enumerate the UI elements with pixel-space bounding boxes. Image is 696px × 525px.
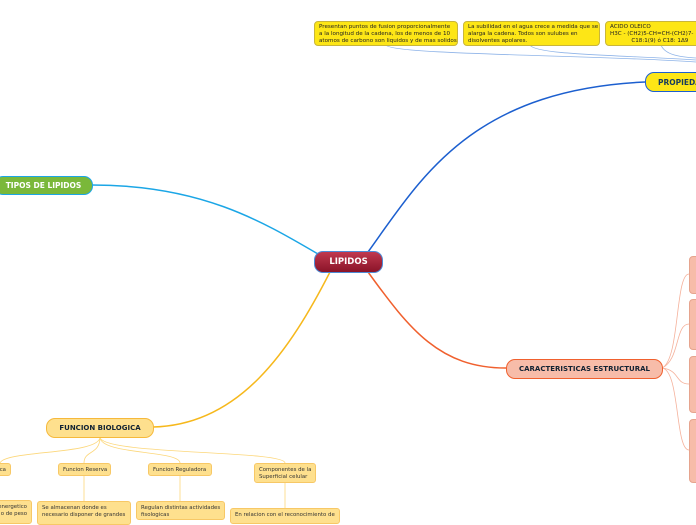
node-propiedades[interactable]: PROPIEDA <box>645 72 696 92</box>
detail-componentes[interactable]: En relacion con el reconocimiento de <box>230 508 340 524</box>
link-tipos <box>91 184 319 255</box>
note-solubilidad[interactable]: La subilidad en el agua crece a medida q… <box>463 21 600 46</box>
note-acido-oleico[interactable]: ACIDO OLEICO H3C - (CH2)5-CH=CH-(CH2)7- … <box>605 21 696 46</box>
link-propiedades <box>367 81 646 253</box>
note-fusion[interactable]: Presentan puntos de fusion proporcionalm… <box>314 21 458 46</box>
estructural-item[interactable] <box>689 299 696 350</box>
funcion-energetica[interactable]: ca <box>0 463 11 476</box>
funcion-reserva[interactable]: Funcion Reserva <box>58 463 111 476</box>
node-funcion-biologica[interactable]: FUNCION BIOLOGICA <box>46 418 154 438</box>
detail-reserva[interactable]: Se almacenan donde es necesario disponer… <box>37 501 131 525</box>
funcion-componentes[interactable]: Componentes de la Superficial celular <box>254 463 316 483</box>
estructural-item[interactable] <box>689 256 696 294</box>
detail-energetico[interactable]: energetico o de peso <box>0 500 32 524</box>
estructural-item[interactable] <box>689 356 696 413</box>
link-funcion <box>152 271 331 428</box>
funcion-reguladora[interactable]: Funcion Reguladora <box>148 463 212 476</box>
node-caracteristicas-estructural[interactable]: CARACTERISTICAS ESTRUCTURAL <box>506 359 663 379</box>
node-lipidos[interactable]: LIPIDOS <box>314 251 383 273</box>
link-caracteristicas <box>367 271 507 369</box>
estructural-item[interactable] <box>689 419 696 483</box>
detail-reguladora[interactable]: Regulan distintas actividades fisologica… <box>136 501 225 520</box>
node-tipos-de-lipidos[interactable]: TIPOS DE LIPIDOS <box>0 176 93 195</box>
